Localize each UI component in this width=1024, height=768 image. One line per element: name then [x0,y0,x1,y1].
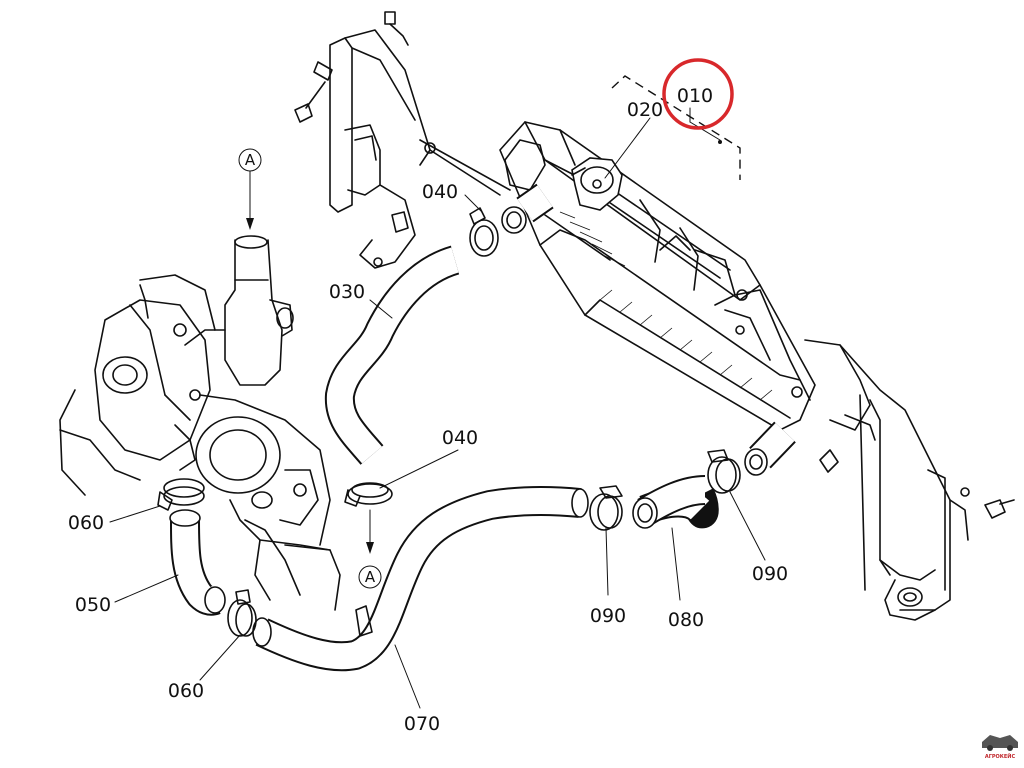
label-050: 050 [75,594,111,616]
clamp-090-right [707,449,741,494]
highlight-circle-010 [662,58,734,130]
label-020: 020 [627,99,663,121]
clamp-090-left [589,485,623,531]
radiator-top-outlet [501,183,554,234]
label-080: 080 [668,609,704,631]
watermark-text: АГРОКЕЙС [985,752,1016,760]
upper-left-bracket [294,11,511,269]
label-060-bottom: 060 [168,680,204,702]
clamp-060-bottom [227,589,257,637]
hose-080 [632,475,719,529]
label-010: 010 [677,85,713,107]
engine-thermostat-housing [59,235,341,611]
marker-a-bottom: A [365,568,376,586]
label-030: 030 [329,281,365,303]
label-070: 070 [404,713,440,735]
label-040-mid: 040 [442,427,478,449]
clamp-040-mid [344,482,393,507]
hose-050 [169,509,226,616]
right-side-bracket [804,339,1015,621]
lower-hose-070 [252,485,589,672]
upper-hose-030 [324,245,460,465]
label-060-top: 060 [68,512,104,534]
radiator [499,121,816,431]
leader-lines [109,107,766,709]
label-090-right: 090 [752,563,788,585]
radiator-assembly-outline [611,75,741,180]
watermark-logo: АГРОКЕЙС [982,735,1018,760]
marker-a-top: A [245,151,256,169]
hose-support-clip [355,605,373,637]
clamp-040-top [469,207,499,257]
clamp-060-top [157,478,205,511]
reference-arrow-a-bottom: A [358,509,382,589]
label-090-left: 090 [590,605,626,627]
radiator-lower-outlet [744,421,796,476]
label-040-top: 040 [422,181,458,203]
part-labels: 010 020 030 040 040 050 060 060 070 080 … [68,85,788,735]
radiator-cap [571,157,623,211]
reference-arrow-a-top: A [238,148,262,230]
